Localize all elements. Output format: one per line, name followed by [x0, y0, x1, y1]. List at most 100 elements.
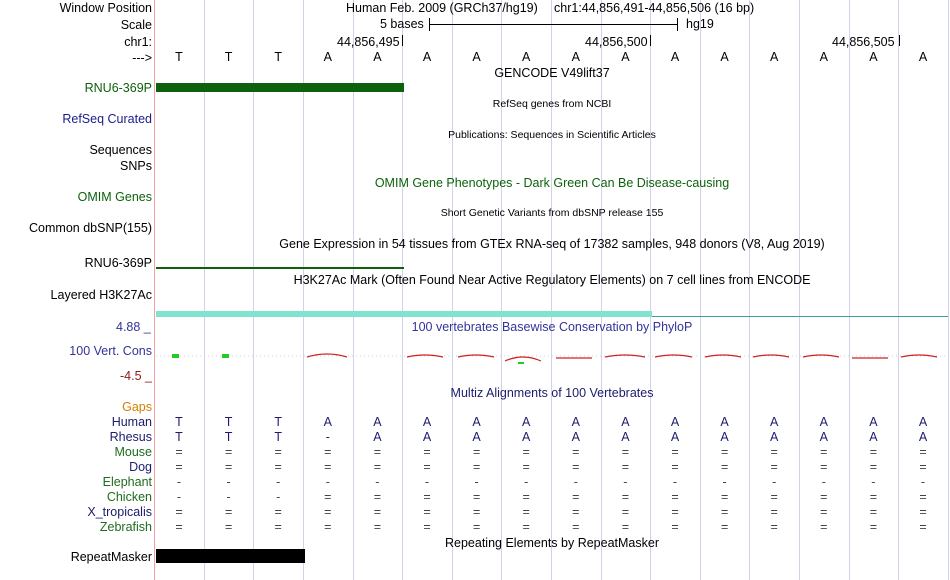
- alignment-cell: A: [720, 430, 729, 444]
- repeatmasker-label[interactable]: RepeatMasker: [70, 550, 152, 564]
- gridline: [253, 0, 254, 580]
- assembly-title[interactable]: Human Feb. 2009 (GRCh37/hg19): [346, 1, 538, 15]
- alignment-cell: T: [175, 430, 183, 444]
- position-text[interactable]: chr1:44,856,491-44,856,506 (16 bp): [554, 1, 755, 15]
- alignment-cell: =: [224, 505, 233, 519]
- species-label[interactable]: Mouse: [114, 445, 152, 459]
- alignment-cell: T: [224, 415, 233, 429]
- alignment-cell: -: [722, 475, 727, 489]
- alignment-cell: A: [373, 430, 382, 444]
- omim-track-title[interactable]: OMIM Gene Phenotypes - Dark Green Can Be…: [374, 176, 730, 190]
- alignment-cell: =: [869, 505, 878, 519]
- alignment-cell: =: [671, 505, 679, 519]
- omim-label[interactable]: OMIM Genes: [77, 190, 152, 204]
- gencode-gene-bar[interactable]: [156, 83, 404, 92]
- alignment-cell: -: [325, 475, 330, 489]
- alignment-cell: =: [175, 520, 183, 534]
- scale-bar-right-tick: [677, 18, 678, 31]
- h3k27ac-signal[interactable]: [156, 311, 652, 317]
- alignment-cell: =: [770, 460, 778, 474]
- alignment-cell: =: [472, 490, 481, 504]
- alignment-cell: -: [276, 490, 281, 504]
- coord-tick-mark-3: [899, 35, 900, 46]
- species-label[interactable]: Zebrafish: [99, 520, 152, 534]
- h3k27ac-track-title[interactable]: H3K27Ac Mark (Often Found Near Active Re…: [293, 273, 811, 287]
- alignment-cell: =: [175, 460, 183, 474]
- dbsnp-track-title[interactable]: Short Genetic Variants from dbSNP releas…: [440, 207, 664, 219]
- gridline: [849, 0, 850, 580]
- phylop-arc: [704, 354, 742, 358]
- sequence-base: A: [472, 50, 481, 64]
- species-label[interactable]: Elephant: [102, 475, 152, 489]
- alignment-cell: =: [770, 520, 778, 534]
- sequence-base: T: [175, 50, 183, 64]
- alignment-cell: =: [572, 445, 580, 459]
- alignment-cell: =: [324, 505, 332, 519]
- alignment-cell: =: [919, 520, 927, 534]
- gtex-gene-line[interactable]: [156, 267, 404, 269]
- refseq-label[interactable]: RefSeq Curated: [62, 112, 152, 126]
- alignment-cell: -: [226, 490, 231, 504]
- refseq-track-title[interactable]: RefSeq genes from NCBI: [492, 98, 612, 110]
- species-label[interactable]: Chicken: [106, 490, 152, 504]
- publications-track-title[interactable]: Publications: Sequences in Scientific Ar…: [448, 129, 656, 141]
- alignment-cell: =: [919, 460, 927, 474]
- phylop-track-title[interactable]: 100 vertebrates Basewise Conservation by…: [411, 320, 693, 334]
- gridline: [501, 0, 502, 580]
- alignment-cell: =: [224, 520, 233, 534]
- alignment-cell: A: [522, 415, 531, 429]
- gridline: [799, 0, 800, 580]
- alignment-cell: =: [324, 520, 332, 534]
- alignment-cell: =: [274, 505, 282, 519]
- species-label[interactable]: X_tropicalis: [87, 505, 152, 519]
- phylop-arc: [654, 354, 693, 358]
- alignment-cell: =: [572, 490, 580, 504]
- alignment-cell: =: [274, 520, 282, 534]
- species-label[interactable]: Rhesus: [109, 430, 152, 444]
- coord-tick-mark-2: [650, 35, 651, 46]
- phylop-label[interactable]: 100 Vert. Cons: [69, 344, 152, 358]
- window-position-label: Window Position: [59, 1, 152, 15]
- phylop-bar-positive: [518, 362, 524, 364]
- alignment-cell: A: [373, 415, 382, 429]
- alignment-cell: =: [175, 445, 183, 459]
- gencode-item-label[interactable]: RNU6-369P: [84, 81, 152, 95]
- alignment-cell: =: [423, 490, 431, 504]
- snps-label[interactable]: SNPs: [120, 159, 152, 173]
- phylop-max-label: 4.88 _: [116, 320, 151, 334]
- repeatmasker-element[interactable]: [156, 549, 305, 563]
- alignment-cell: A: [571, 415, 580, 429]
- multiz-track-title[interactable]: Multiz Alignments of 100 Vertebrates: [450, 386, 654, 400]
- gencode-track-title[interactable]: GENCODE V49lift37: [494, 66, 610, 80]
- coord-tick-2: 44,856,500: [585, 35, 648, 49]
- phylop-arc: [504, 356, 542, 362]
- alignment-cell: A: [869, 415, 878, 429]
- alignment-cell: =: [572, 520, 580, 534]
- repeatmasker-track-title[interactable]: Repeating Elements by RepeatMasker: [444, 536, 660, 550]
- gridline: [700, 0, 701, 580]
- alignment-cell: A: [522, 430, 531, 444]
- species-label[interactable]: Human: [111, 415, 152, 429]
- gtex-item-label[interactable]: RNU6-369P: [84, 256, 152, 270]
- alignment-cell: =: [621, 445, 630, 459]
- dbsnp-label[interactable]: Common dbSNP(155): [29, 221, 152, 235]
- species-label[interactable]: Dog: [129, 460, 152, 474]
- alignment-cell: A: [770, 415, 779, 429]
- alignment-cell: -: [524, 475, 529, 489]
- alignment-cell: =: [373, 520, 382, 534]
- gridline: [749, 0, 750, 580]
- phylop-bar-positive: [222, 354, 229, 358]
- sequences-label[interactable]: Sequences: [89, 143, 152, 157]
- gaps-label[interactable]: Gaps: [122, 400, 152, 414]
- alignment-cell: =: [373, 445, 382, 459]
- gtex-track-title[interactable]: Gene Expression in 54 tissues from GTEx …: [279, 237, 825, 251]
- alignment-cell: =: [869, 445, 878, 459]
- gridline: [303, 0, 304, 580]
- alignment-cell: A: [422, 430, 432, 444]
- alignment-cell: =: [671, 445, 679, 459]
- h3k27ac-label[interactable]: Layered H3K27Ac: [50, 288, 152, 302]
- alignment-cell: A: [472, 430, 481, 444]
- alignment-cell: A: [670, 415, 680, 429]
- gridline: [402, 0, 403, 580]
